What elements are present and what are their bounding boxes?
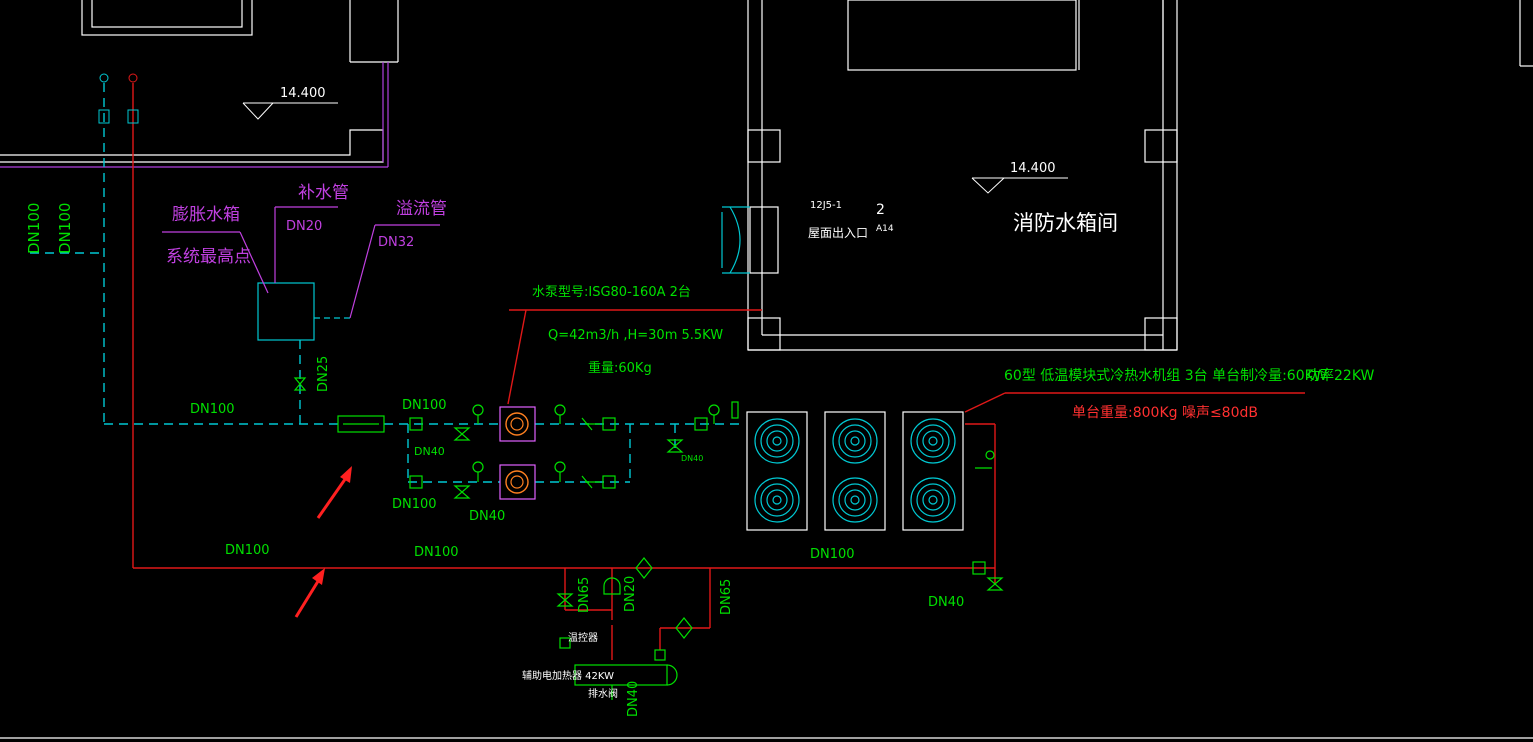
gauge-icon-5: [708, 404, 720, 416]
gate-valve-icon-5: [986, 577, 1004, 591]
supply-valve-icon: [127, 109, 139, 124]
makeup-pipe-label: 补水管: [298, 183, 349, 203]
red-arrow-lower: [294, 568, 325, 618]
gauge-icon-1: [472, 404, 484, 416]
pump-params: Q=42m3/h ,H=30m 5.5KW: [548, 328, 723, 343]
left-wall: [0, 129, 384, 163]
room-num: 2: [876, 202, 885, 218]
return-pipes: [30, 83, 742, 483]
level-marker-left: [242, 102, 338, 120]
unit-weight-noise: 单台重量:800Kg 噪声≤80dB: [1072, 405, 1258, 421]
pump-weight: 重量:60Kg: [588, 360, 652, 376]
chiller-unit-2: [824, 411, 886, 531]
gate-valve-icon-4: [666, 439, 684, 453]
column-1: [747, 129, 781, 163]
dn20-b: DN20: [623, 576, 638, 612]
dn-supply-mid: DN100: [414, 545, 459, 560]
return-riser-top-icon: [99, 73, 109, 83]
system-top-label: 系统最高点: [166, 247, 251, 267]
exit-door-icon: [721, 206, 750, 274]
check-valve-icon-5: [556, 593, 574, 607]
gauge-icon-4: [554, 461, 566, 473]
dn-pump-header-bottom: DN100: [392, 497, 437, 512]
overflow-pipe-label: 溢流管: [396, 199, 447, 219]
dn40-bottom: DN40: [626, 681, 641, 717]
top-left-room-inner: [91, 0, 243, 28]
room-code: 12J5-1: [810, 200, 842, 211]
red-arrow-upper: [316, 466, 352, 519]
exit-label: 屋面出入口: [808, 226, 868, 240]
pump-1: [499, 406, 536, 442]
dn-right-dn40: DN40: [928, 595, 964, 610]
unit-power: 功率22KW: [1306, 367, 1374, 384]
dn-unit: DN100: [810, 547, 855, 562]
tank-room-inner-box: [847, 0, 1077, 71]
column-3: [747, 317, 781, 351]
dn-pump-header-top: DN100: [402, 398, 447, 413]
gauge-icon-2: [472, 461, 484, 473]
dn20-makeup: DN20: [286, 219, 322, 234]
chiller-unit-3: [902, 411, 964, 531]
top-left-room: [81, 0, 253, 36]
expansion-tank-label: 膨胀水箱: [172, 205, 240, 225]
aux-heater-label: 辅助电加热器 42KW: [522, 669, 614, 682]
room-sub: A14: [876, 224, 894, 234]
dn65-a: DN65: [577, 577, 592, 613]
dn-small-dn40: DN40: [681, 454, 703, 463]
chiller-unit-1: [746, 411, 808, 531]
safety-valve-icon: [603, 577, 621, 595]
gate-valve-icon-2: [453, 485, 471, 499]
chiller-units: [746, 411, 964, 531]
riser-dn-a: DN100: [25, 203, 43, 254]
pump-2: [499, 464, 536, 500]
aux-heater-body: [574, 664, 668, 686]
dn32-overflow: DN32: [378, 235, 414, 250]
expansion-tank-box: [257, 282, 315, 341]
dn-return-main-left: DN100: [190, 402, 235, 417]
supply-riser-top-icon: [128, 73, 138, 83]
supply-pipes: [132, 83, 1305, 660]
dn-bypass: DN40: [414, 445, 445, 458]
column-2: [1144, 129, 1178, 163]
drain-label: 排水阀: [588, 687, 618, 700]
column-4: [1144, 317, 1178, 351]
level-marker-right: [971, 177, 1068, 194]
gate-valve-icon-1: [453, 427, 471, 441]
thermo-label: 温控器: [568, 631, 598, 644]
room-name: 消防水箱间: [1013, 211, 1118, 235]
check-valve-icon-2: [581, 475, 600, 489]
gate-valve-icon-3: [293, 377, 307, 391]
thermometer-icon: [731, 401, 739, 419]
dn-pump-dn40: DN40: [469, 509, 505, 524]
check-valve-icon-4: [675, 617, 693, 639]
check-valve-icon-1: [581, 417, 600, 431]
riser-dn-b: DN100: [56, 203, 74, 254]
dn25-label: DN25: [316, 356, 331, 392]
leader-lines: [162, 206, 440, 319]
purple-wall-lines: [0, 62, 389, 168]
fittings: [293, 377, 1004, 700]
return-valve-icon: [98, 109, 110, 124]
gauge-icon-3: [554, 404, 566, 416]
expansion-pipes: [257, 282, 350, 341]
pump-model: 水泵型号:ISG80-160A 2台: [532, 285, 691, 300]
dn65-b: DN65: [719, 579, 734, 615]
strainer-icon: [337, 415, 385, 433]
check-valve-icon-3: [635, 557, 653, 579]
unit-title: 60型 低温模块式冷热水机组 3台 单台制冷量:60KW: [1004, 368, 1327, 384]
level-left-text: 14.400: [280, 86, 326, 101]
level-right-text: 14.400: [1010, 161, 1056, 176]
door-frame: [749, 206, 779, 274]
dn-supply-left: DN100: [225, 543, 270, 558]
